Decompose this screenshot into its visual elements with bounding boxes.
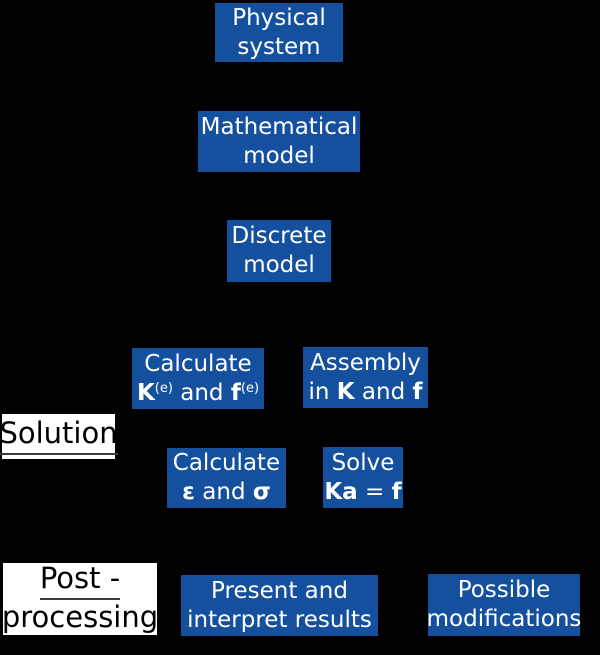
- box-line: Assembly: [310, 349, 421, 376]
- box-calculate-strain-stress: Calculate ε and σ: [167, 448, 286, 508]
- label-post-text-line2: processing: [1, 601, 159, 639]
- box-solve-system: Solve Ka = f: [323, 447, 403, 508]
- box-line: model: [243, 142, 315, 169]
- box-line: Calculate: [144, 350, 252, 377]
- box-line: model: [243, 252, 315, 278]
- box-line: system: [237, 33, 321, 60]
- box-line: Possible: [457, 577, 551, 604]
- box-line: Discrete: [231, 223, 327, 250]
- box-present-results: Present and interpret results: [181, 575, 378, 636]
- box-line: Calculate: [172, 450, 281, 477]
- label-post-processing: Post - processing: [1, 562, 159, 639]
- box-mathematical-model: Mathematical model: [198, 111, 360, 172]
- box-line: K(e) and f(e): [136, 379, 260, 406]
- box-line: modifications: [426, 606, 582, 632]
- box-physical-system: Physical system: [215, 3, 343, 62]
- label-solution: Solution: [0, 414, 118, 459]
- box-discrete-model: Discrete model: [227, 220, 331, 282]
- box-possible-modifications: Possible modifications: [426, 574, 582, 636]
- box-line: ε and σ: [182, 479, 271, 505]
- label-solution-text: Solution: [0, 417, 118, 455]
- box-line: Physical: [232, 4, 326, 31]
- box-line: in K and f: [308, 378, 423, 405]
- box-line: Mathematical: [200, 113, 358, 140]
- label-post-text-line1: Post -: [39, 562, 121, 600]
- box-calculate-element-matrices: Calculate K(e) and f(e): [132, 348, 264, 409]
- box-line: Solve: [331, 449, 395, 476]
- box-line: interpret results: [187, 606, 372, 633]
- box-line: Present and: [211, 577, 348, 604]
- box-assembly: Assembly in K and f: [303, 347, 428, 408]
- box-line: Ka = f: [324, 478, 402, 505]
